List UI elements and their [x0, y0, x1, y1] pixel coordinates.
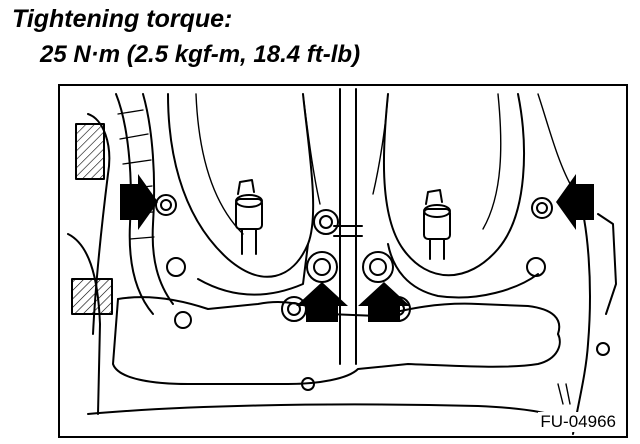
manifold-runner-right: [382, 93, 525, 277]
figure-code: FU-04966: [538, 412, 618, 432]
bolt-lower-right: [362, 251, 394, 283]
arrow-right-icon: [120, 174, 158, 230]
stud-right: [423, 189, 451, 260]
hatched-area-top: [75, 123, 105, 180]
exhaust-pipe-bottom: [112, 298, 561, 385]
bolt-top-center-left: [313, 209, 339, 235]
arrow-up-icon: [296, 282, 348, 322]
exhaust-pipe-top: [117, 296, 561, 335]
manifold-runner-left: [167, 93, 315, 278]
engine-line-drawing: [58, 84, 628, 438]
arrow-up-icon: [358, 282, 410, 322]
arrow-left-icon: [556, 174, 594, 230]
figure-frame: [58, 84, 628, 438]
hose-left-a: [115, 93, 154, 315]
page-title: Tightening torque:: [12, 5, 233, 33]
exhaust-manifold-illustration: FU-04966: [58, 84, 628, 438]
torque-spec: 25 N·m (2.5 kgf-m, 18.4 ft-lb): [40, 41, 361, 68]
bolt-far-right: [531, 197, 553, 219]
stud-left: [235, 179, 263, 255]
hose-left-b: [142, 93, 174, 305]
right-engine-outline: [572, 193, 591, 435]
bolt-far-left: [155, 194, 177, 216]
flange-edge: [197, 243, 539, 299]
hatched-area-bottom: [71, 278, 113, 315]
